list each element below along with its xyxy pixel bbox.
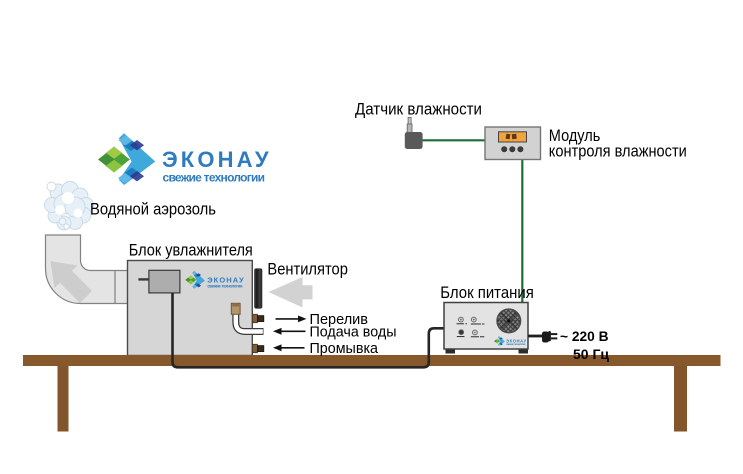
svg-text:Блок питания: Блок питания [440, 284, 534, 302]
svg-text:Датчик влажности: Датчик влажности [355, 100, 482, 118]
svg-text:Водяной аэрозоль: Водяной аэрозоль [90, 200, 216, 218]
svg-text:Вентилятор: Вентилятор [267, 261, 348, 279]
svg-text:50 Гц: 50 Гц [573, 346, 609, 362]
svg-text:Подача воды: Подача воды [310, 325, 397, 341]
svg-text:Перелив: Перелив [310, 312, 369, 328]
svg-text:контроля влажности: контроля влажности [549, 143, 687, 161]
svg-text:Блок увлажнителя: Блок увлажнителя [129, 242, 253, 260]
svg-text:Промывка: Промывка [310, 341, 379, 357]
svg-text:Модуль: Модуль [549, 127, 601, 145]
svg-text:~ 220 В: ~ 220 В [560, 328, 609, 344]
